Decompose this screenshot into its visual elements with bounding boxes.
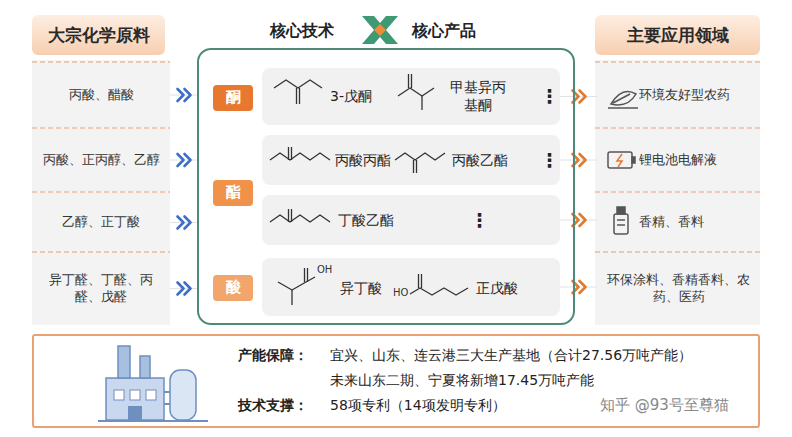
node-text: 丁酸乙酯	[338, 211, 394, 229]
product-bands	[262, 68, 560, 316]
factory-icon	[98, 346, 208, 421]
category-tag: 酸	[213, 275, 253, 301]
node-text: 酸	[226, 278, 241, 298]
node-text: 酮	[226, 88, 241, 108]
chevron-head	[185, 283, 191, 295]
node-text: 产能保障：	[238, 346, 308, 364]
application-row: 香精、香料	[597, 195, 760, 250]
chevron-head	[185, 154, 191, 166]
row-separators	[32, 62, 760, 252]
application-row: 锂电池电解液	[597, 130, 760, 190]
node-text: 主要应用领域	[627, 24, 729, 46]
chevron-head	[580, 214, 586, 226]
category-tag: 酯	[213, 180, 253, 206]
node-text: 大宗化学原料	[48, 24, 150, 46]
flow-arrow	[170, 89, 197, 101]
node-text: 宜兴、山东、连云港三大生产基地（合计27.56万吨产能）	[330, 346, 692, 364]
node-text: 丙酸、醋酸	[69, 87, 134, 104]
chevron-head	[580, 91, 586, 103]
input-row: 乙醇、正丁酸	[32, 195, 170, 250]
node-text: 未来山东二期、宁夏将新增17.45万吨产能	[330, 371, 594, 389]
node-text: 3-戊酮	[330, 87, 372, 105]
flow-arrow	[170, 154, 197, 166]
application-row: 环境友好型农药	[597, 65, 760, 125]
node-text: 香精、香料	[639, 214, 704, 231]
node-text: 58项专利（14项发明专利）	[330, 396, 506, 414]
node-text: 技术支撑：	[238, 396, 308, 414]
application-icons	[608, 92, 638, 234]
node-text: 丙酸、正丙醇、乙醇	[43, 152, 160, 169]
node-text: 核心产品	[412, 21, 476, 42]
product-band: 丁酸乙酯 ⋮	[262, 195, 560, 245]
node-text: 乙醇、正丁酸	[62, 214, 140, 231]
watermark: 知乎 @93号至尊猫	[600, 396, 729, 414]
flow-arrow	[170, 217, 197, 229]
application-panel	[595, 60, 760, 325]
chevron-head	[580, 281, 586, 293]
flow-arrow	[560, 154, 597, 166]
input-row: 丙酸、正丙醇、乙醇	[32, 130, 170, 190]
node-text: 丙酸乙酯	[452, 151, 508, 169]
core-panel: 核心技术核心产品酮3-戊酮甲基异丙基酮⋮酯丙酸丙酯丙酸乙酯⋮丁酸乙酯⋮酸异丁酸正…	[197, 48, 575, 325]
chevron-head	[178, 154, 184, 166]
flow-arrow	[560, 281, 597, 293]
flow-arrow	[560, 214, 597, 226]
node-text: 丙酸丙酯	[335, 151, 391, 169]
flow-arrow	[170, 283, 197, 295]
node-text: 正戊酸	[476, 279, 518, 297]
product-band: 3-戊酮 甲基异丙基酮 ⋮	[262, 68, 560, 125]
node-text: 甲基异丙基酮	[448, 78, 508, 114]
node-text: 锂电池电解液	[639, 152, 717, 169]
node-text: 酯	[226, 183, 241, 203]
node-text: 核心技术	[270, 21, 334, 42]
chevron-head	[580, 154, 586, 166]
input-row: 异丁醛、丁醛、丙醛、戊醛	[32, 255, 170, 322]
atom-label: OH	[317, 264, 332, 276]
logo	[362, 16, 398, 44]
input-row: 丙酸、醋酸	[32, 65, 170, 125]
node-text: 异丁醛、丁醛、丙醛、戊醛	[40, 272, 162, 306]
node-text: ⋮	[540, 148, 559, 173]
atom-label: HO	[393, 287, 408, 299]
chevron-head	[178, 283, 184, 295]
input-panel	[32, 60, 170, 325]
application-row: 环保涂料、香精香料、农药、医药	[597, 255, 760, 322]
chevron-head	[178, 89, 184, 101]
node-text: 异丁酸	[340, 279, 382, 297]
structural-formulas	[270, 74, 468, 305]
node-text: 环保涂料、香精香料、农药、医药	[603, 272, 754, 306]
product-band: 异丁酸 正戊酸 OH HO	[262, 258, 560, 316]
flow-arrow	[560, 91, 597, 103]
chevron-head	[178, 217, 184, 229]
product-band: 丙酸丙酯 丙酸乙酯 ⋮	[262, 135, 560, 185]
node-text: 环境友好型农药	[639, 87, 730, 104]
node-text: ⋮	[540, 84, 559, 109]
category-tag: 酮	[213, 85, 253, 111]
chevron-head	[185, 89, 191, 101]
header-box: 主要应用领域	[595, 15, 760, 55]
chevron-head	[185, 217, 191, 229]
header-box: 大宗化学原料	[32, 15, 165, 55]
node-text: ⋮	[470, 208, 489, 233]
